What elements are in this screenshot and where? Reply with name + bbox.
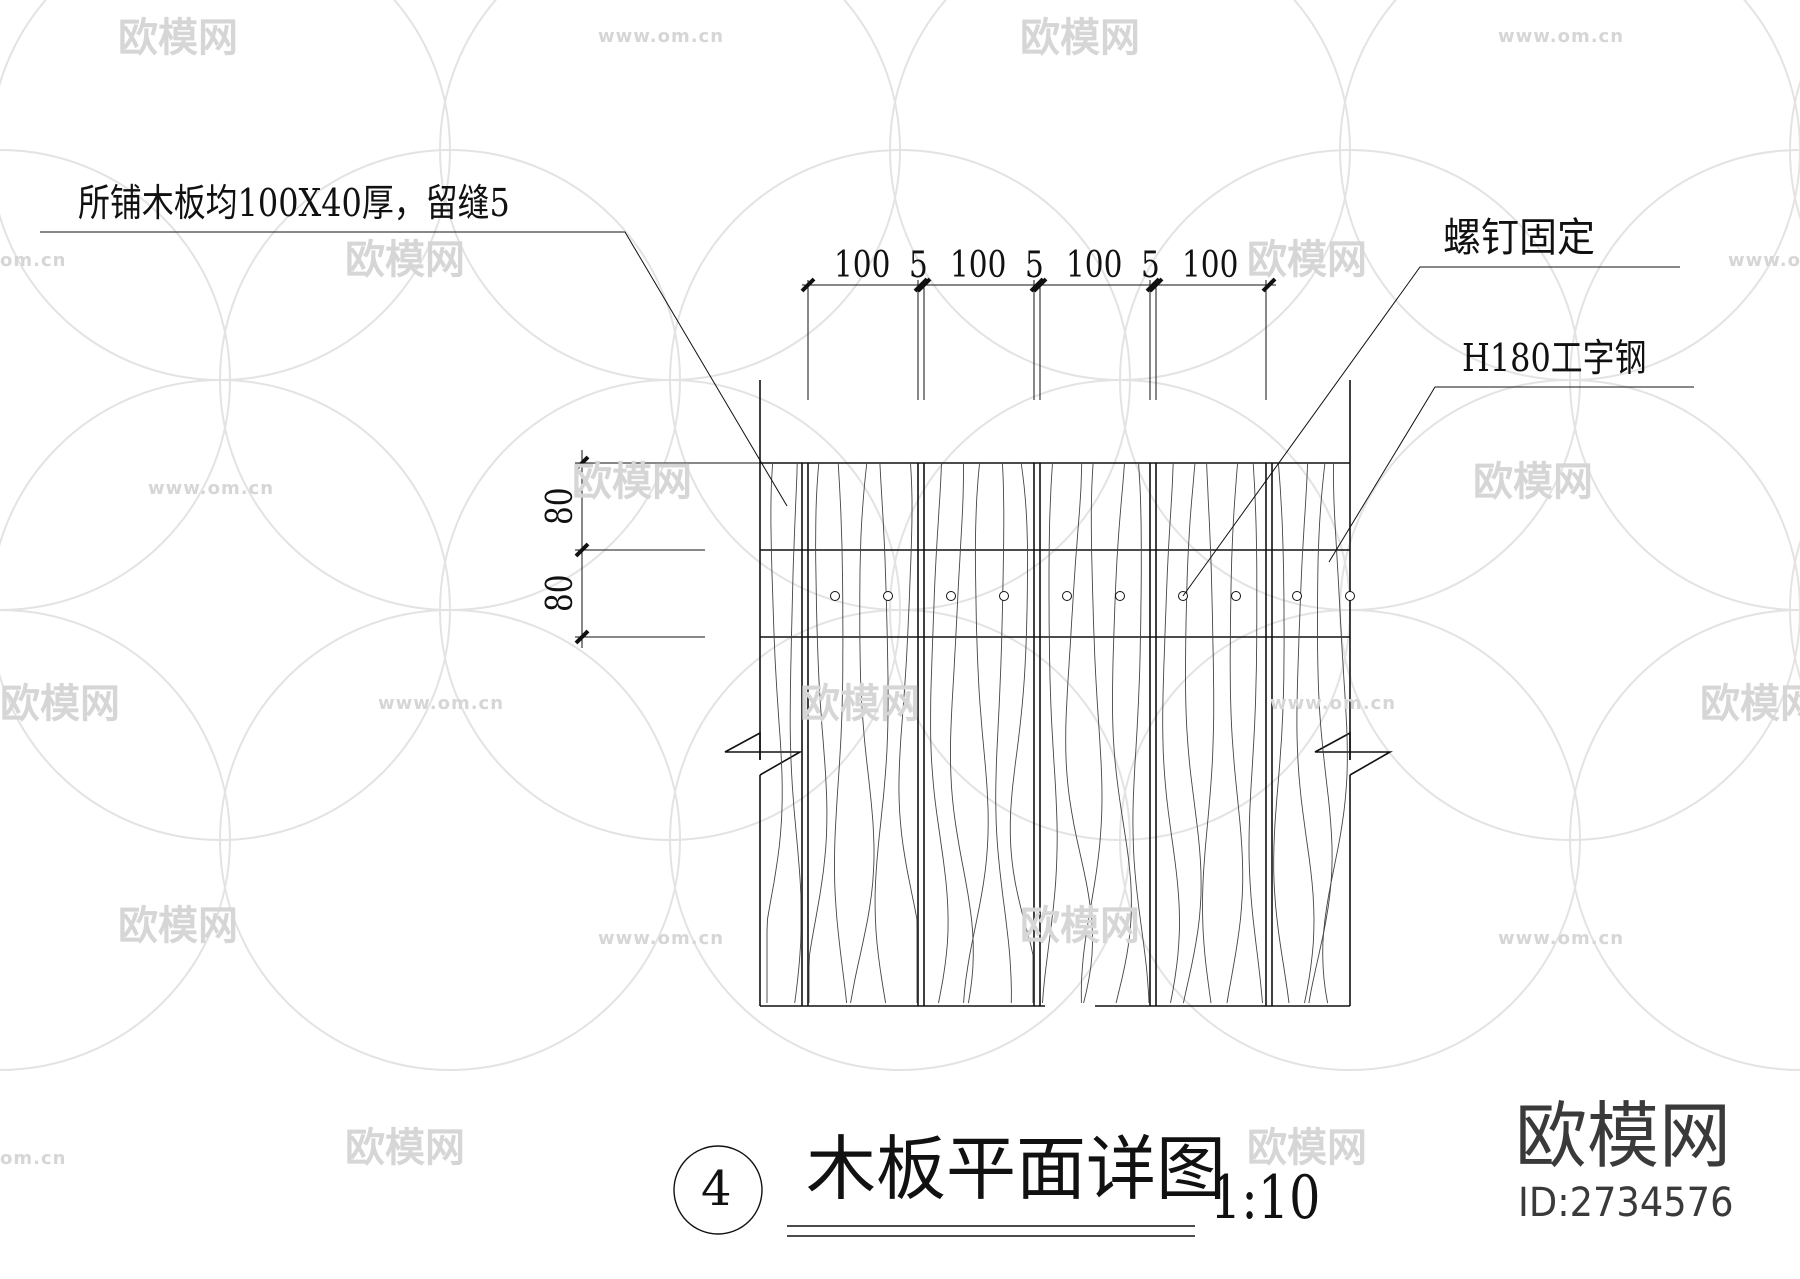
wood-grain-line xyxy=(1132,462,1150,1004)
wood-grain-line xyxy=(1308,462,1333,1004)
watermark-url: om.cn xyxy=(0,1148,67,1169)
dimension-tick xyxy=(1145,277,1161,293)
watermark-logo: 欧模网 xyxy=(1020,15,1140,61)
dim-top-5: 100 xyxy=(1066,245,1123,286)
watermark-logo: 欧模网 xyxy=(345,1125,465,1171)
watermark-circle xyxy=(1569,149,1800,611)
wood-grain-line xyxy=(1202,462,1215,1004)
wood-grain-line xyxy=(995,462,1012,1004)
dimension-tick xyxy=(574,542,590,558)
watermark-logo: 欧模网 xyxy=(572,459,692,505)
screw-symbol xyxy=(883,591,893,601)
screw-symbol xyxy=(946,591,956,601)
brand-id: ID:2734576 xyxy=(1518,1180,1734,1226)
brand-logo: 欧模网 xyxy=(1515,1094,1732,1178)
wood-grain-line xyxy=(1226,462,1244,1004)
watermark-circle xyxy=(219,609,681,1071)
wood-grain-line xyxy=(850,462,875,1004)
screw-symbol xyxy=(1345,591,1355,601)
dimension-tick xyxy=(913,277,929,293)
dim-left-2: 80 xyxy=(540,574,581,612)
wood-grain-line xyxy=(1042,462,1058,1004)
watermark-url: om.cn xyxy=(0,250,67,271)
dim-top-6: 5 xyxy=(1141,245,1160,286)
watermark-circle xyxy=(1569,609,1800,1071)
wood-grain-line xyxy=(1182,462,1202,1004)
watermark-logo: 欧模网 xyxy=(1247,237,1367,283)
watermark-logo: 欧模网 xyxy=(1473,459,1593,505)
wood-grain-line xyxy=(1112,462,1132,1004)
wood-grain-line xyxy=(1065,462,1093,1004)
screw-symbol xyxy=(999,591,1009,601)
wood-grain-line xyxy=(898,462,918,1003)
screw-symbol xyxy=(830,591,840,601)
wood-grain-line xyxy=(834,462,848,1004)
drawing-title: 木板平面详图 xyxy=(806,1128,1226,1210)
dimension-tick xyxy=(800,277,816,293)
watermark-url: www.om.cn xyxy=(598,26,725,47)
watermark-logo: 欧模网 xyxy=(1700,681,1800,727)
dimension-tick xyxy=(916,277,932,293)
dimension-tick xyxy=(1029,277,1045,293)
wood-grain-line xyxy=(808,462,828,1003)
watermark-circle xyxy=(669,609,1131,1071)
screw-symbol xyxy=(1115,591,1125,601)
watermark-logo: 欧模网 xyxy=(1020,903,1140,949)
detail-number: 4 xyxy=(701,1161,732,1217)
watermark-url: www.om.cn xyxy=(1498,928,1625,949)
wood-grain-line xyxy=(1162,462,1180,1004)
steel-beam-label: H180工字钢 xyxy=(1462,336,1647,380)
dim-left-1: 80 xyxy=(540,487,581,525)
dim-top-2: 5 xyxy=(909,245,928,286)
watermark-url: www.om.cn xyxy=(598,928,725,949)
dim-top-1: 100 xyxy=(834,245,891,286)
wood-grain-line xyxy=(874,462,889,1004)
watermark-circle xyxy=(0,379,451,841)
screw-fix-label: 螺钉固定 xyxy=(1443,215,1595,261)
dimension-tick xyxy=(574,629,590,645)
watermark-logo: 欧模网 xyxy=(118,15,238,61)
screw-symbol xyxy=(1231,591,1241,601)
wood-grain-line xyxy=(1322,462,1348,1004)
watermark-circle xyxy=(1339,0,1800,381)
watermark-logo: 欧模网 xyxy=(800,681,920,727)
wood-grain-line xyxy=(950,462,974,1004)
dimension-tick xyxy=(1261,277,1277,293)
watermark-circle xyxy=(1789,79,1800,221)
board-spec-label: 所铺木板均100X40厚，留缝5 xyxy=(78,181,510,225)
watermark-logo: 欧模网 xyxy=(345,237,465,283)
dim-top-4: 5 xyxy=(1025,245,1044,286)
wood-grain-line xyxy=(930,462,949,1004)
watermark-url: www.om.cn xyxy=(378,693,505,714)
screw-symbol xyxy=(1062,591,1072,601)
wood-grain-line xyxy=(789,462,802,1004)
wood-grain-line xyxy=(1248,462,1263,1004)
plank-plan-drawing xyxy=(40,231,1694,1237)
watermark-logo: 欧模网 xyxy=(0,681,120,727)
dimension-tick xyxy=(1148,277,1164,293)
watermark-logo: 欧模网 xyxy=(1247,1125,1367,1171)
wood-grain-line xyxy=(1273,462,1290,1004)
wood-grain-line xyxy=(1080,462,1103,1004)
dim-top-7: 100 xyxy=(1182,245,1239,286)
dimension-tick xyxy=(574,455,590,471)
wood-grain-line xyxy=(766,462,783,1003)
watermark-url: www.om.cn xyxy=(1270,693,1397,714)
dim-top-3: 100 xyxy=(950,245,1007,286)
watermark-circles xyxy=(0,0,1800,1071)
watermark-url: www.om.cn xyxy=(148,478,275,499)
watermark-circle xyxy=(0,609,231,1071)
wood-grain-line xyxy=(1296,462,1315,1004)
watermark-logo: 欧模网 xyxy=(118,903,238,949)
drawing-scale: 1:10 xyxy=(1210,1163,1321,1233)
wood-grain-line xyxy=(963,462,989,1004)
dimension-tick xyxy=(1032,277,1048,293)
watermark-url: www.om.cn xyxy=(1498,26,1625,47)
wood-grain-line xyxy=(1009,462,1034,1003)
watermark-url: www.om.cn xyxy=(1728,250,1800,271)
screw-symbol xyxy=(1292,591,1302,601)
